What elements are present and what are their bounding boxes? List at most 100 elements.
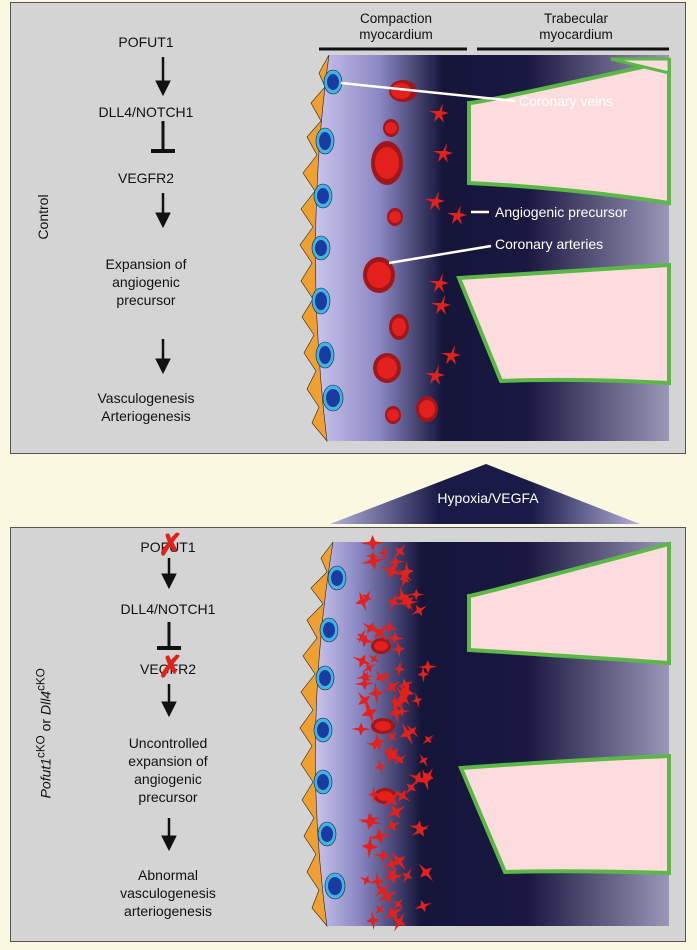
inhibition-x-icon: ✗ bbox=[158, 651, 184, 684]
angiogenic-precursor-label: Angiogenic precursor bbox=[495, 204, 628, 220]
angiogenic-precursor-cell bbox=[393, 898, 403, 911]
angiogenic-precursor-cell bbox=[397, 569, 412, 582]
angiogenic-precursor-cell bbox=[368, 654, 380, 664]
angiogenic-precursor-cell bbox=[361, 590, 372, 605]
pathway-expansion: Expansion of angiogenic precursor bbox=[105, 256, 187, 308]
mutant-heart-illustration bbox=[157, 534, 671, 932]
angiogenic-precursor-cell bbox=[417, 665, 430, 683]
angiogenic-precursor-cell bbox=[406, 724, 419, 738]
trabecular-projection bbox=[458, 753, 671, 876]
angiogenic-precursor-cell bbox=[387, 700, 405, 725]
angiogenic-precursor-cell bbox=[375, 669, 386, 685]
angiogenic-precursor-cell bbox=[422, 734, 434, 745]
angiogenic-precursor-cell bbox=[359, 875, 374, 886]
angiogenic-precursor-cell bbox=[411, 605, 427, 616]
angiogenic-precursor-cell bbox=[374, 759, 386, 775]
angiogenic-precursor-cell bbox=[392, 912, 406, 932]
control-panel: Coronary veins Angiogenic precursor Coro… bbox=[10, 2, 686, 454]
coronary-veins-label: Coronary veins bbox=[519, 93, 613, 109]
angiogenic-precursor-cell bbox=[411, 824, 430, 837]
angiogenic-precursor-cell bbox=[382, 790, 401, 809]
angiogenic-precursor-cell bbox=[386, 555, 405, 569]
angiogenic-precursor-cell bbox=[361, 701, 378, 725]
angiogenic-precursor-cell bbox=[399, 573, 410, 588]
hypoxia-vegfa-label: Hypoxia/VEGFA bbox=[437, 490, 539, 506]
pathway-vegfr2: VEGFR2 bbox=[117, 170, 174, 186]
angiogenic-precursor-cell bbox=[387, 592, 400, 612]
pathway-vegfr2: VEGFR2 bbox=[139, 661, 196, 677]
angiogenic-precursor-cell bbox=[394, 544, 406, 559]
epicardium-layer bbox=[299, 541, 334, 927]
pathway-abnormal-vasculogenesis: Abnormal vasculogenesis arteriogenesis bbox=[120, 867, 216, 919]
coronary-veins bbox=[311, 69, 344, 412]
angiogenic-precursor-cell bbox=[418, 660, 438, 674]
angiogenic-precursor-cell bbox=[382, 857, 401, 871]
angiogenic-precursor-cell bbox=[395, 586, 411, 608]
pathway-dll4-notch1: DLL4/NOTCH1 bbox=[120, 601, 216, 617]
angiogenic-precursor-cell bbox=[418, 863, 433, 882]
angiogenic-precursor-cell bbox=[408, 588, 425, 601]
angiogenic-precursor-cell bbox=[396, 678, 414, 691]
angiogenic-precursor-cell bbox=[374, 884, 391, 898]
angiogenic-precursor-cell bbox=[394, 754, 406, 765]
coronary-veins bbox=[313, 565, 347, 900]
angiogenic-precursor-cell bbox=[398, 683, 409, 696]
angiogenic-precursor-cell bbox=[367, 786, 380, 803]
angiogenic-precursor-cell bbox=[411, 692, 423, 708]
angiogenic-precursor-cell bbox=[396, 691, 409, 709]
mutant-panel: POFUT1 ✗ DLL4/NOTCH1 VEGFR2 ✗ Uncontroll… bbox=[10, 527, 686, 942]
trabecular-myocardium-header: Trabecular myocardium bbox=[539, 11, 613, 42]
angiogenic-precursor-cell bbox=[355, 590, 371, 612]
pathway-pofut1: POFUT1 bbox=[140, 539, 196, 555]
angiogenic-precursor-cell bbox=[384, 819, 401, 832]
angiogenic-precursor-cell bbox=[371, 624, 388, 642]
angiogenic-precursor-cell bbox=[365, 551, 381, 562]
angiogenic-precursors bbox=[425, 103, 467, 385]
angiogenic-precursor-cell bbox=[384, 867, 401, 880]
angiogenic-precursor-cell bbox=[391, 851, 406, 871]
angiogenic-precursor-cell bbox=[386, 805, 406, 819]
angiogenic-precursor-cell bbox=[414, 899, 432, 913]
pathway-uncontrolled-expansion: Uncontrolled expansion of angiogenic pre… bbox=[128, 735, 208, 805]
angiogenic-precursor-cell bbox=[382, 869, 404, 885]
angiogenic-precursor-cell bbox=[380, 562, 404, 580]
angiogenic-precursor-cell bbox=[418, 753, 429, 767]
angiogenic-precursor-cell bbox=[375, 903, 385, 915]
angiogenic-precursor-cell bbox=[368, 828, 392, 845]
pathway-arrows bbox=[157, 558, 181, 852]
angiogenic-precursor-cell bbox=[351, 722, 371, 736]
mutant-side-label: Pofut1cKO or Dll4cKO bbox=[34, 668, 54, 799]
angiogenic-precursor-cell bbox=[382, 906, 404, 921]
coronary-arteries-pointer bbox=[388, 244, 492, 265]
angiogenic-precursor-cell bbox=[370, 871, 385, 892]
angiogenic-precursor-cell bbox=[399, 722, 415, 745]
angiogenic-precursor-cell bbox=[402, 868, 413, 884]
trabecular-projection bbox=[610, 57, 671, 75]
angiogenic-precursor-cell bbox=[377, 889, 398, 904]
angiogenic-precursor-cell bbox=[378, 545, 390, 561]
coronary-arteries-label: Coronary arteries bbox=[495, 236, 603, 252]
angiogenic-precursor-cell bbox=[361, 534, 385, 552]
pathway-arrows bbox=[151, 57, 175, 375]
angiogenic-precursor-cell bbox=[370, 732, 386, 753]
pathway-vasculogenesis: Vasculogenesis Arteriogenesis bbox=[97, 390, 195, 424]
angiogenic-precursor-cell bbox=[389, 693, 400, 709]
angiogenic-precursor-cell bbox=[380, 621, 399, 635]
angiogenic-precursor-cell bbox=[386, 731, 398, 742]
coronary-arteries bbox=[371, 638, 396, 804]
angiogenic-precursor-cell bbox=[352, 654, 372, 668]
pathway-dll4-notch1: DLL4/NOTCH1 bbox=[98, 104, 194, 120]
pathway-pofut1: POFUT1 bbox=[118, 34, 174, 50]
angiogenic-precursor-cell bbox=[360, 812, 381, 828]
trabecular-projection bbox=[456, 262, 671, 386]
angiogenic-precursor-cell bbox=[392, 640, 405, 659]
coronary-arteries bbox=[363, 80, 438, 424]
angiogenic-precursor-cell bbox=[383, 680, 401, 693]
angiogenic-precursor-cell bbox=[373, 848, 393, 863]
angiogenic-precursor-cell bbox=[396, 687, 410, 706]
inhibition-x-icon: ✗ bbox=[158, 529, 184, 562]
angiogenic-precursor-cell bbox=[355, 633, 375, 648]
angiogenic-precursor-cell bbox=[405, 780, 417, 795]
angiogenic-precursor-cell bbox=[362, 622, 379, 634]
angiogenic-precursor-cell bbox=[408, 771, 428, 785]
